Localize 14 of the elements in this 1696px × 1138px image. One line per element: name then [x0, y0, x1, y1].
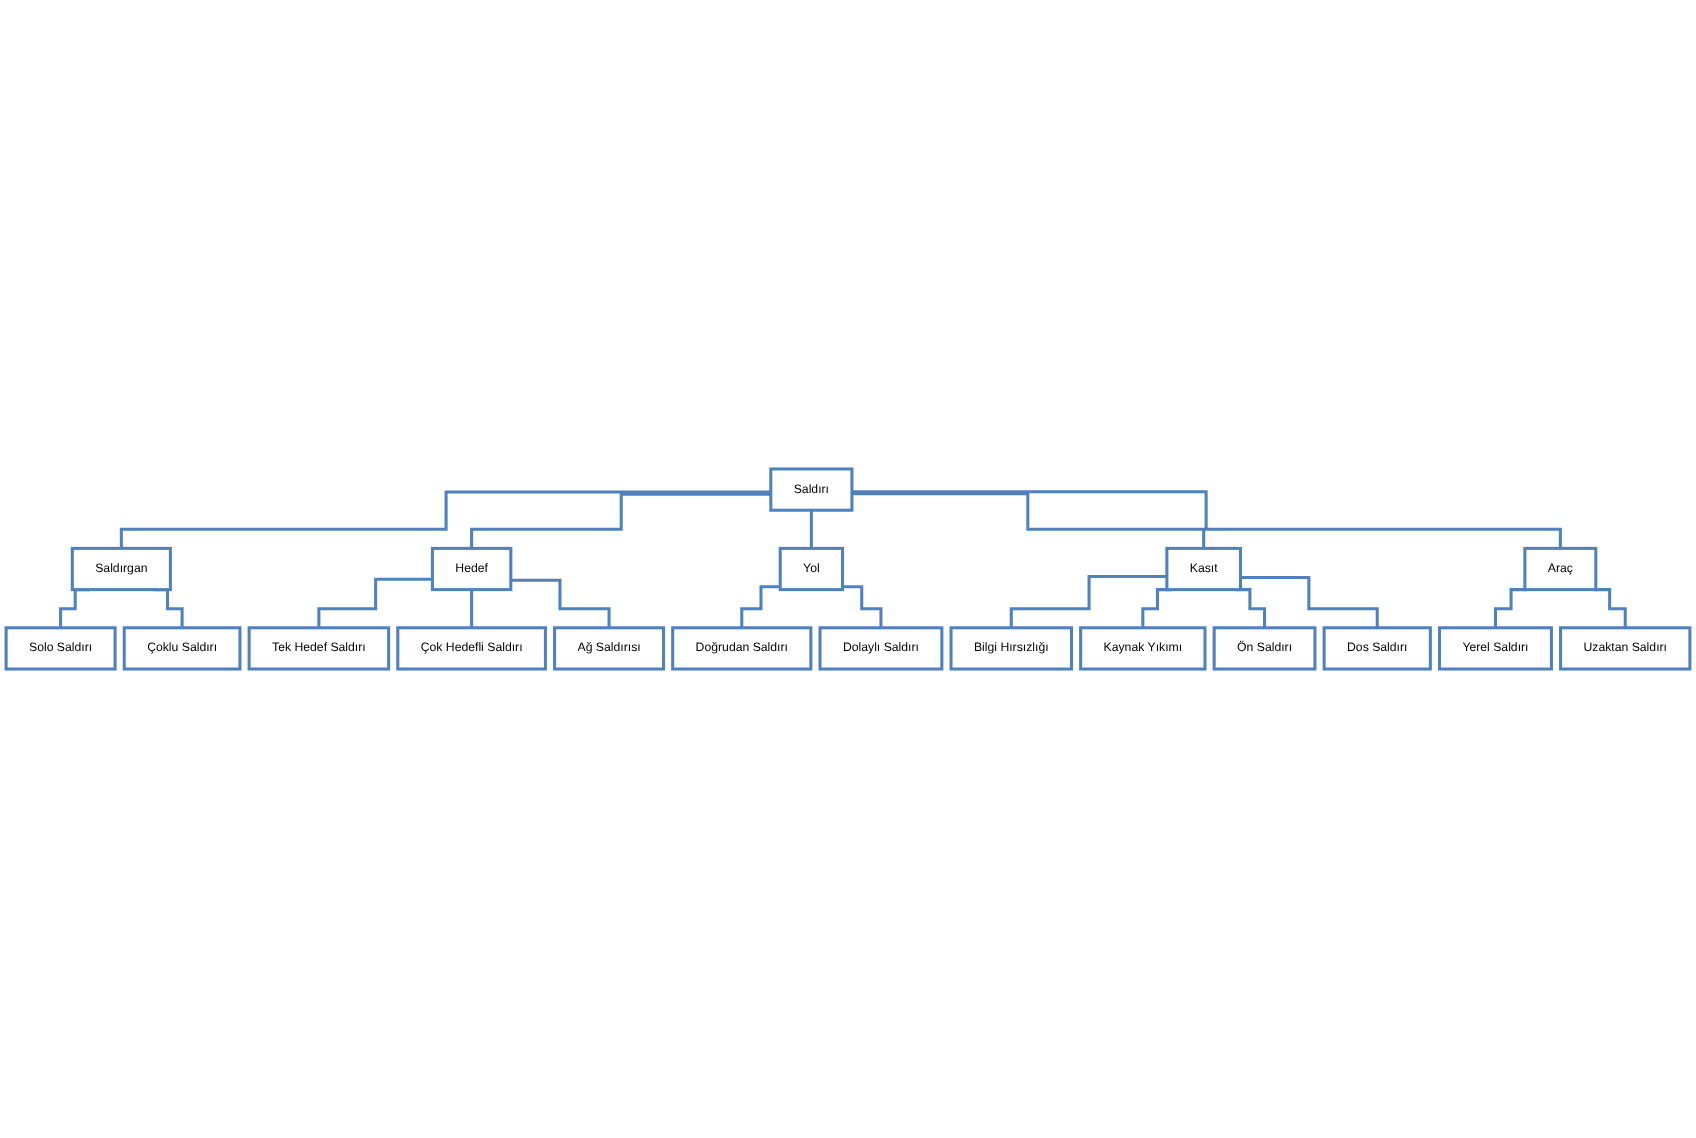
connector	[809, 508, 813, 550]
connector	[1240, 575, 1379, 630]
connector	[851, 492, 1206, 550]
connector	[1594, 588, 1627, 630]
connector	[470, 492, 771, 550]
connector	[1493, 588, 1527, 630]
connector	[119, 490, 771, 550]
connector	[740, 585, 781, 630]
connector	[1009, 575, 1167, 630]
connector	[510, 578, 611, 630]
connector	[842, 585, 883, 630]
connector	[317, 577, 433, 630]
connector	[470, 588, 474, 630]
connector	[851, 490, 1562, 550]
